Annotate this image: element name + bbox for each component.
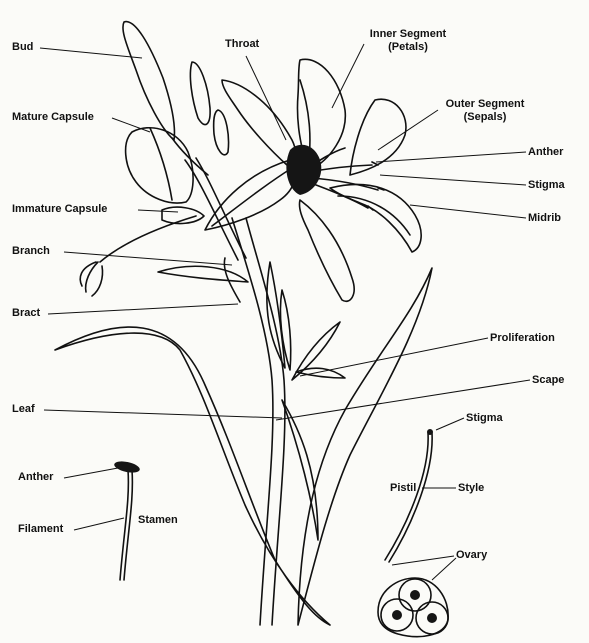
label-stigma-top: Stigma <box>528 179 565 192</box>
pistil-style <box>385 433 428 560</box>
label-leaf: Leaf <box>12 403 35 416</box>
ovule-top <box>410 590 420 600</box>
scape-stem <box>232 218 273 625</box>
label-anther-right: Anther <box>528 146 563 159</box>
leader-stigma-top <box>380 175 526 185</box>
withered-petals <box>80 262 102 296</box>
proliferation-leaf-3 <box>296 368 345 378</box>
label-filament: Filament <box>18 523 63 536</box>
leader-midrib <box>410 205 526 218</box>
upper-left-petal <box>222 80 295 166</box>
leader-immature-capsule <box>138 210 178 212</box>
label-immature-capsule: Immature Capsule <box>12 203 107 216</box>
mature-capsule-seam <box>150 128 172 200</box>
label-inner-segment: Inner Segment (Petals) <box>358 28 458 54</box>
basal-leaf-center <box>282 400 318 540</box>
bud-shape <box>123 22 175 140</box>
leader-mature-capsule <box>112 118 150 132</box>
leader-stigma-pistil <box>436 418 464 430</box>
leader-outer-segment <box>378 110 438 150</box>
scape-stem-edge <box>246 218 285 625</box>
lower-petal <box>299 200 354 301</box>
label-anther-left: Anther <box>18 471 53 484</box>
label-outer-segment-name: Outer Segment <box>436 98 534 111</box>
pistil-stigma-detail <box>427 429 433 435</box>
leader-anther-left <box>64 468 118 478</box>
small-bud-1 <box>190 62 210 125</box>
label-midrib: Midrib <box>528 212 561 225</box>
leader-bud <box>40 48 142 58</box>
leader-ovary-1 <box>392 556 454 565</box>
leader-ovary-2 <box>432 558 456 580</box>
basal-leaf-right <box>298 268 432 625</box>
branch-stem-edge <box>196 158 246 258</box>
label-stigma-pistil: Stigma <box>466 412 503 425</box>
leader-branch <box>64 252 232 265</box>
stamen-anther-detail <box>113 459 141 474</box>
stamen-filament <box>120 470 128 580</box>
label-style: Style <box>458 482 484 495</box>
mature-capsule-shape <box>126 128 193 203</box>
label-ovary: Ovary <box>456 549 487 562</box>
leader-leaf <box>44 410 282 418</box>
bract-upper <box>158 266 248 282</box>
leader-throat <box>246 56 286 140</box>
label-scape: Scape <box>532 374 564 387</box>
label-branch: Branch <box>12 245 50 258</box>
leader-anther-right <box>376 152 526 162</box>
immature-capsule-shape <box>162 207 204 223</box>
basal-leaf-left <box>55 327 330 625</box>
label-throat: Throat <box>225 38 259 51</box>
label-bud: Bud <box>12 41 33 54</box>
right-petal <box>330 184 421 252</box>
label-bract: Bract <box>12 307 40 320</box>
leader-bract <box>48 304 238 314</box>
label-pistil: Pistil <box>390 482 416 495</box>
small-bud-2 <box>214 110 229 155</box>
label-proliferation: Proliferation <box>490 332 555 345</box>
label-stamen: Stamen <box>138 514 178 527</box>
proliferation-leaf-4 <box>267 262 285 368</box>
label-inner-segment-note: (Petals) <box>358 41 458 54</box>
ovule-left <box>392 610 402 620</box>
label-outer-segment: Outer Segment (Sepals) <box>436 98 534 124</box>
ovule-right <box>427 613 437 623</box>
leader-filament <box>74 518 124 530</box>
label-mature-capsule: Mature Capsule <box>12 111 94 124</box>
label-outer-segment-note: (Sepals) <box>436 111 534 124</box>
label-inner-segment-name: Inner Segment <box>358 28 458 41</box>
